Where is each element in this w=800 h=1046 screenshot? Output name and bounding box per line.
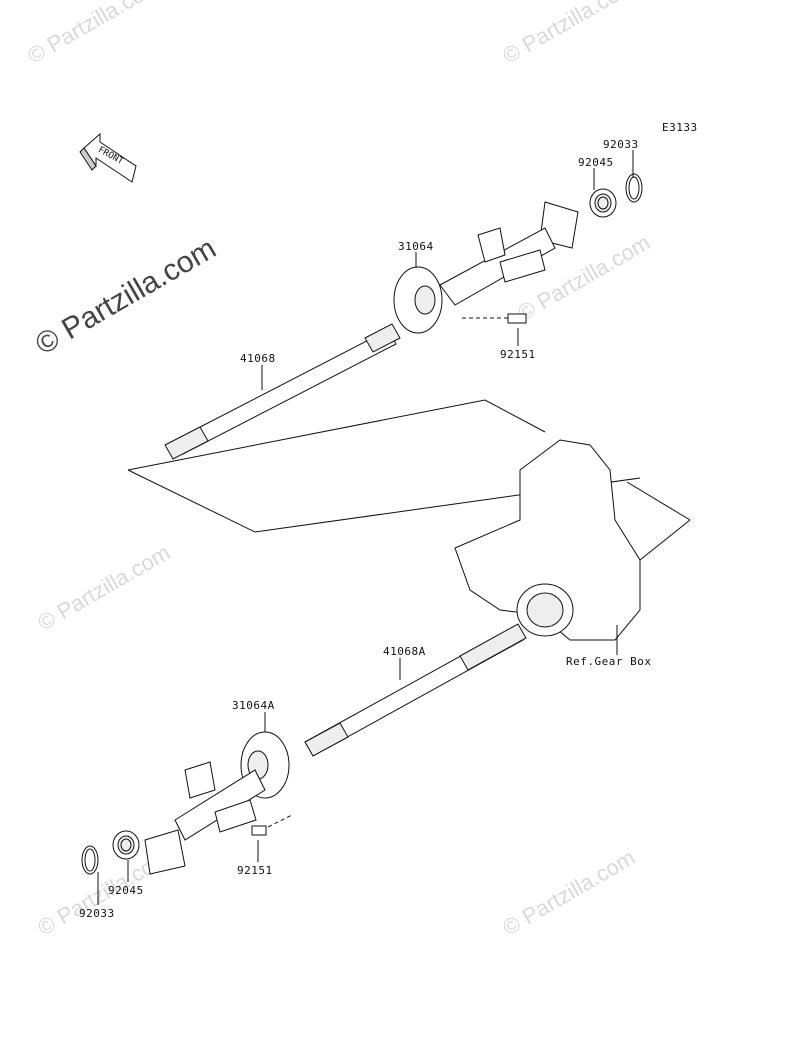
diagram-code: E3133 [662,121,698,134]
bolt-top [462,313,527,346]
part-label-92045-top: 92045 [578,156,614,169]
part-label-92033-bottom: 92033 [79,907,115,920]
part-label-ref-gear-box: Ref.Gear Box [566,655,652,668]
bolt-bottom [251,814,293,862]
bearing-top [589,168,617,218]
part-label-31064A: 31064A [232,699,275,712]
front-arrow-icon [79,132,137,183]
shaft-bottom [304,623,527,757]
part-label-31064: 31064 [398,240,434,253]
part-label-92045-bottom: 92045 [108,884,144,897]
part-label-92033-top: 92033 [603,138,639,151]
snap-ring-top [625,150,643,203]
part-label-92151-bottom: 92151 [237,864,273,877]
bearing-bottom [112,830,140,882]
part-label-92151-top: 92151 [500,348,536,361]
gear-box [454,439,691,655]
snap-ring-bottom [81,845,99,905]
part-label-41068: 41068 [240,352,276,365]
axle-housing-bottom [144,712,290,875]
part-label-41068A: 41068A [383,645,426,658]
shaft-top [164,323,401,460]
axle-housing-top [393,201,579,334]
